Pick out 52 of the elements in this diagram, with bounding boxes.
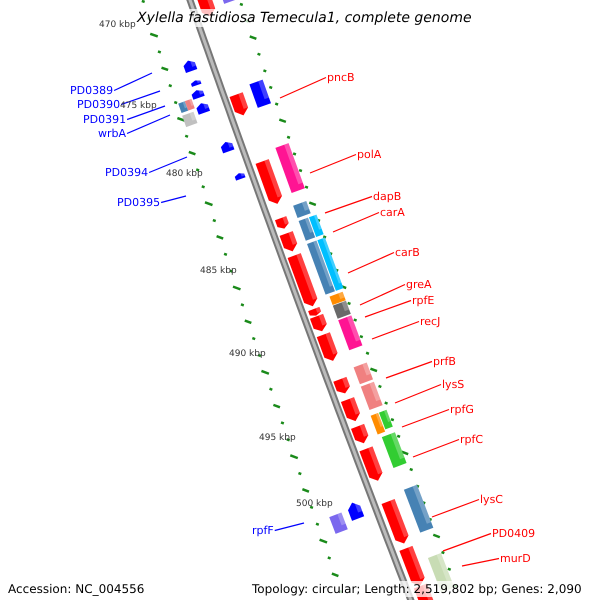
- gene-label: lysS: [442, 379, 464, 390]
- gene-label: carB: [395, 247, 420, 258]
- scale-label: 485 kbp: [200, 267, 237, 276]
- gene-label: murD: [500, 553, 531, 564]
- leader-line: [148, 156, 188, 174]
- gene-label: rpfC: [460, 434, 484, 445]
- scale-label: 475 kbp: [120, 102, 157, 111]
- leader-line: [372, 320, 420, 340]
- scale-label: 470 kbp: [99, 21, 136, 30]
- gene-label: recJ: [420, 316, 440, 327]
- gene-label: polA: [357, 149, 382, 160]
- gene-label: PD0390: [77, 99, 120, 110]
- leader-line: [332, 212, 380, 233]
- footer-text: Accession: NC_004556: [8, 581, 144, 597]
- gene-label: rpfE: [412, 295, 434, 306]
- leader-line: [462, 558, 500, 567]
- gene-label: pncB: [327, 72, 355, 83]
- scale-label: 500 kbp: [296, 500, 333, 509]
- gene-label: PD0409: [492, 528, 536, 539]
- leader-line: [348, 252, 394, 274]
- gene-label: dapB: [373, 191, 402, 202]
- leader-line: [160, 195, 186, 204]
- scale-label: 495 kbp: [259, 434, 296, 443]
- leader-line: [274, 522, 304, 532]
- leader-line: [120, 90, 160, 106]
- gene-label: PD0389: [70, 85, 114, 96]
- leader-line: [442, 532, 492, 552]
- leader-line: [280, 76, 326, 99]
- gene-label: PD0394: [105, 167, 148, 178]
- leader-line: [360, 284, 406, 306]
- gene-label: PD0395: [117, 197, 160, 208]
- leader-line: [126, 105, 166, 120]
- leader-line: [412, 438, 460, 458]
- gene-label: prfB: [433, 356, 456, 367]
- gene-label: greA: [406, 279, 432, 290]
- leader-line: [324, 196, 372, 214]
- leader-line: [310, 154, 356, 174]
- leader-line: [126, 114, 170, 134]
- leader-line: [114, 72, 152, 92]
- gene-label: carA: [380, 207, 405, 218]
- gene-label: PD0391: [83, 114, 126, 125]
- gene-label: wrbA: [98, 128, 126, 139]
- gene-label: rpfG: [450, 404, 474, 415]
- scale-label: 490 kbp: [229, 350, 266, 359]
- scale-label: 480 kbp: [166, 170, 203, 179]
- leader-line: [386, 360, 432, 379]
- gene-label: lysC: [480, 494, 503, 505]
- leader-line: [402, 408, 450, 428]
- leader-line: [394, 384, 442, 404]
- gene-label: rpfF: [252, 525, 274, 536]
- leader-line: [432, 498, 480, 518]
- leader-line: [364, 300, 412, 318]
